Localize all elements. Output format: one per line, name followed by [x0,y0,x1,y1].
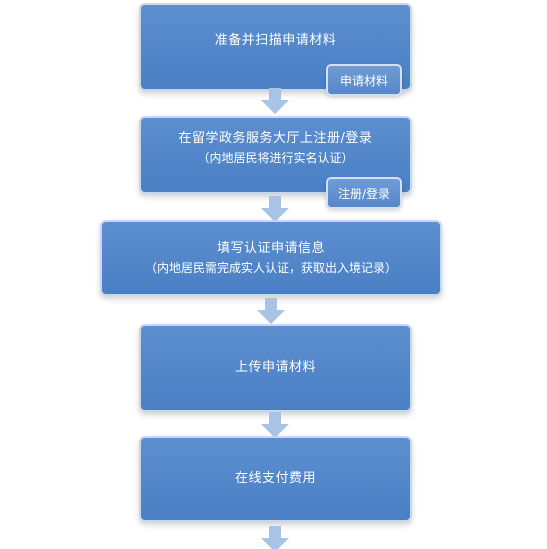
step-online-payment: 在线支付费用 [139,436,412,522]
step-title: 在留学政务服务大厅上注册/登录 [178,131,373,146]
badge-application-materials: 申请材料 [326,64,402,96]
step-title: 填写认证申请信息 [216,241,325,256]
down-arrow-icon [261,412,289,438]
step-prepare-scan-materials: 准备并扫描申请材料 [139,3,412,91]
step-upload-materials: 上传申请材料 [139,324,412,412]
step-title: 准备并扫描申请材料 [214,33,337,48]
step-title: 上传申请材料 [234,360,316,375]
step-subtitle: （内地居民将进行实名认证） [197,151,354,165]
down-arrow-icon [261,196,289,222]
badge-register-login: 注册/登录 [326,177,402,209]
step-title: 在线支付费用 [234,471,316,486]
down-arrow-icon [257,298,285,324]
step-fill-application-info: 填写认证申请信息 （内地居民需完成实人认证，获取出入境记录） [100,220,442,296]
down-arrow-icon [261,88,289,114]
down-arrow-icon [261,526,289,549]
step-subtitle: （内地居民需完成实人认证，获取出入境记录） [144,261,397,275]
